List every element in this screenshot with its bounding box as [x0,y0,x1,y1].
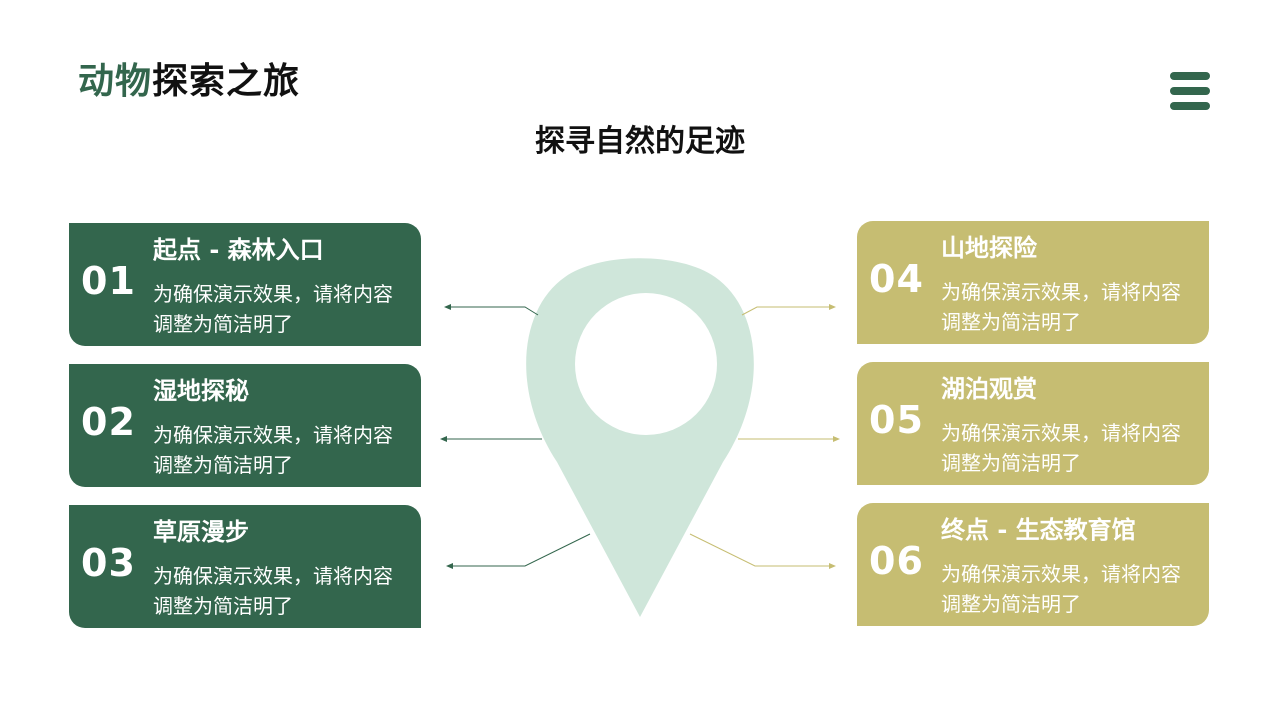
menu-bar [1170,102,1210,110]
step-heading: 草原漫步 [153,518,249,546]
page-title: 动物探索之旅 [78,58,300,106]
menu-bar [1170,87,1210,95]
menu-bar [1170,72,1210,80]
step-heading: 湖泊观赏 [941,375,1037,403]
step-description: 为确保演示效果，请将内容调整为简洁明了 [153,423,393,477]
step-heading: 终点 - 生态教育馆 [941,516,1136,544]
connector-line-03 [446,533,591,569]
step-description: 为确保演示效果，请将内容调整为简洁明了 [153,282,393,336]
step-number: 06 [869,539,924,583]
step-description: 为确保演示效果，请将内容调整为简洁明了 [941,421,1181,475]
step-number: 02 [81,400,136,444]
step-card-04: 04 山地探险 为确保演示效果，请将内容调整为简洁明了 [857,221,1209,344]
step-number: 03 [81,541,136,585]
title-accent: 动物 [78,61,153,102]
step-description: 为确保演示效果，请将内容调整为简洁明了 [941,562,1181,616]
step-card-05: 05 湖泊观赏 为确保演示效果，请将内容调整为简洁明了 [857,362,1209,485]
title-main: 探索之旅 [152,61,301,102]
step-number: 04 [869,257,924,301]
location-pin-icon [526,258,754,617]
hamburger-menu-icon[interactable] [1170,72,1210,110]
step-heading: 起点 - 森林入口 [153,236,324,264]
step-card-06: 06 终点 - 生态教育馆 为确保演示效果，请将内容调整为简洁明了 [857,503,1209,626]
step-number: 05 [869,398,924,442]
connector-line-04 [741,304,836,316]
step-card-01: 01 起点 - 森林入口 为确保演示效果，请将内容调整为简洁明了 [69,223,421,346]
step-description: 为确保演示效果，请将内容调整为简洁明了 [153,564,393,618]
connector-line-01 [444,304,539,316]
step-number: 01 [81,259,136,303]
subtitle: 探寻自然的足迹 [535,124,745,159]
step-card-02: 02 湿地探秘 为确保演示效果，请将内容调整为简洁明了 [69,364,421,487]
step-heading: 湿地探秘 [153,377,249,405]
step-description: 为确保演示效果，请将内容调整为简洁明了 [941,280,1181,334]
step-heading: 山地探险 [941,234,1037,262]
connector-line-06 [689,533,836,569]
step-card-03: 03 草原漫步 为确保演示效果，请将内容调整为简洁明了 [69,505,421,628]
